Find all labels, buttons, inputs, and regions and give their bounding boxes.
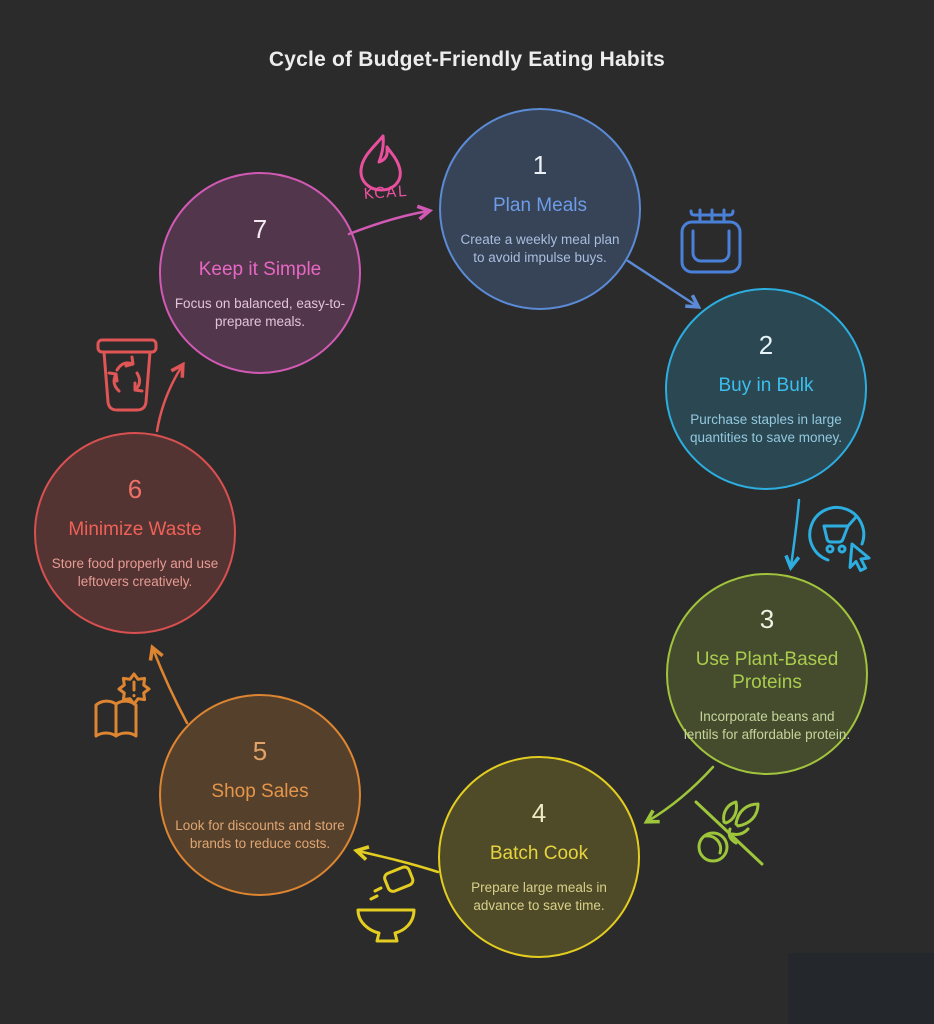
wheat-crossed-icon (694, 800, 764, 866)
step-circle-batch-cook: 4 Batch Cook Prepare large meals in adva… (438, 755, 640, 958)
step-circle-plan-meals: 1 Plan Meals Create a weekly meal plan t… (439, 107, 641, 310)
corner-shade-patch (788, 953, 934, 1024)
step-number: 2 (758, 330, 774, 361)
kcal-label: KCAL (363, 182, 408, 203)
step-number: 7 (252, 214, 268, 245)
step-description: Prepare large meals in advance to save t… (471, 880, 607, 914)
arrow-step7-to-step1 (347, 211, 428, 236)
arrow-step6-to-step7 (155, 366, 182, 433)
step-title: Batch Cook (489, 843, 589, 865)
step-description: Purchase staples in large quantities to … (689, 412, 843, 446)
step-title: Plan Meals (493, 195, 587, 217)
trash-recycle-icon (96, 338, 158, 412)
arrow-step1-to-step2 (626, 259, 697, 306)
step-circle-shop-sales: 5 Shop Sales Look for discounts and stor… (159, 693, 361, 896)
step-title: Keep it Simple (198, 259, 322, 281)
step-number: 4 (531, 798, 547, 829)
arrow-step2-to-step3 (791, 498, 801, 566)
step-circle-buy-in-bulk: 2 Buy in Bulk Purchase staples in large … (665, 287, 867, 490)
arrow-step4-to-step5 (358, 851, 440, 874)
flame-kcal-icon: KCAL (359, 134, 408, 203)
step-circle-plant-based-proteins: 3 Use Plant-Based Proteins Incorporate b… (666, 572, 868, 775)
step-title: Buy in Bulk (718, 375, 814, 397)
step-number: 5 (252, 736, 268, 767)
step-number: 6 (127, 474, 143, 505)
bowl-sugar-icon (356, 865, 416, 943)
step-title: Minimize Waste (68, 519, 202, 541)
book-alert-icon (94, 672, 151, 738)
step-description: Store food properly and use leftovers cr… (51, 556, 219, 590)
step-description: Look for discounts and store brands to r… (175, 818, 345, 852)
step-title: Use Plant-Based Proteins (695, 648, 839, 694)
calendar-icon (680, 208, 742, 274)
arrow-step3-to-step4 (648, 765, 715, 821)
step-description: Focus on balanced, easy-to-prepare meals… (174, 296, 346, 330)
step-description: Create a weekly meal plan to avoid impul… (460, 232, 620, 266)
page-title: Cycle of Budget-Friendly Eating Habits (268, 48, 666, 71)
step-description: Incorporate beans and lentils for afford… (683, 708, 851, 743)
step-number: 3 (759, 603, 775, 634)
step-circle-keep-it-simple: 7 Keep it Simple Focus on balanced, easy… (159, 171, 361, 374)
cart-cursor-icon (808, 505, 871, 572)
step-title: Shop Sales (211, 781, 309, 803)
step-circle-minimize-waste: 6 Minimize Waste Store food properly and… (34, 431, 236, 634)
step-number: 1 (532, 150, 548, 181)
arrow-step5-to-step6 (153, 649, 189, 725)
